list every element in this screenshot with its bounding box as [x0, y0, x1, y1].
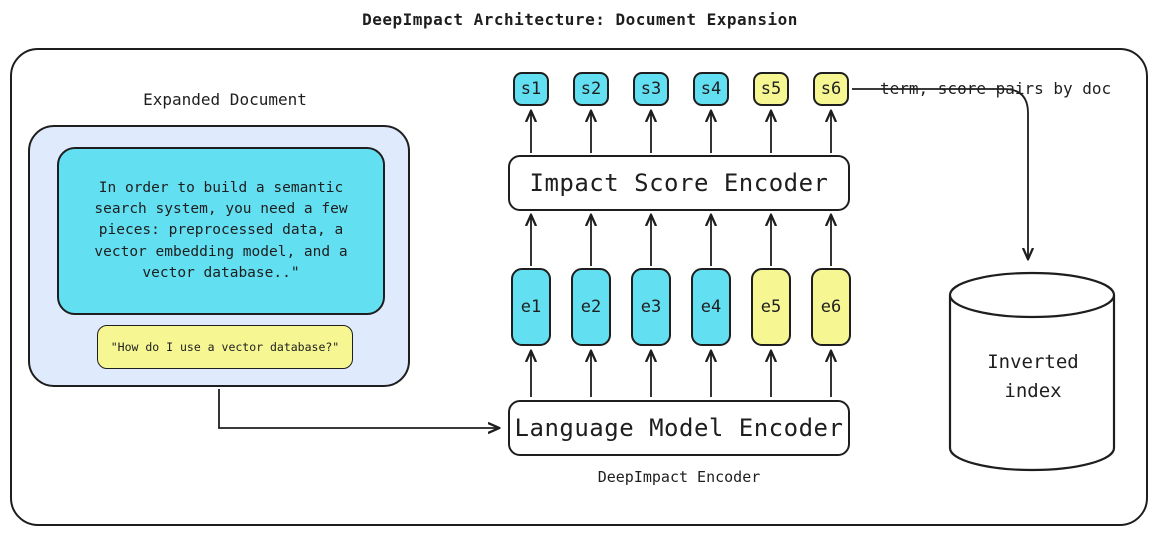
outer-frame: [10, 48, 1148, 526]
score-token-s2: s2: [573, 72, 609, 106]
expanded-document-label: Expanded Document: [143, 90, 307, 109]
expanded-document-box: In order to build a semantic search syst…: [28, 125, 410, 387]
embedding-token-e5: e5: [751, 268, 791, 346]
term-score-pairs-label: term, score pairs by doc: [880, 79, 1112, 98]
diagram-title: DeepImpact Architecture: Document Expans…: [362, 10, 798, 29]
embedding-token-e3: e3: [631, 268, 671, 346]
document-text: In order to build a semantic search syst…: [57, 147, 385, 315]
embedding-token-e4: e4: [691, 268, 731, 346]
impact-score-encoder-box: Impact Score Encoder: [508, 155, 850, 211]
deepimpact-encoder-caption: DeepImpact Encoder: [597, 468, 761, 486]
embedding-token-e6: e6: [811, 268, 851, 346]
inverted-index-label: Inverted index: [987, 351, 1079, 402]
query-text: "How do I use a vector database?": [97, 325, 353, 369]
score-token-s6: s6: [813, 72, 849, 106]
score-token-s4: s4: [693, 72, 729, 106]
language-model-encoder-box: Language Model Encoder: [508, 400, 850, 456]
embedding-token-e1: e1: [511, 268, 551, 346]
score-token-s5: s5: [753, 72, 789, 106]
score-token-s1: s1: [513, 72, 549, 106]
score-token-s3: s3: [633, 72, 669, 106]
embedding-token-e2: e2: [571, 268, 611, 346]
